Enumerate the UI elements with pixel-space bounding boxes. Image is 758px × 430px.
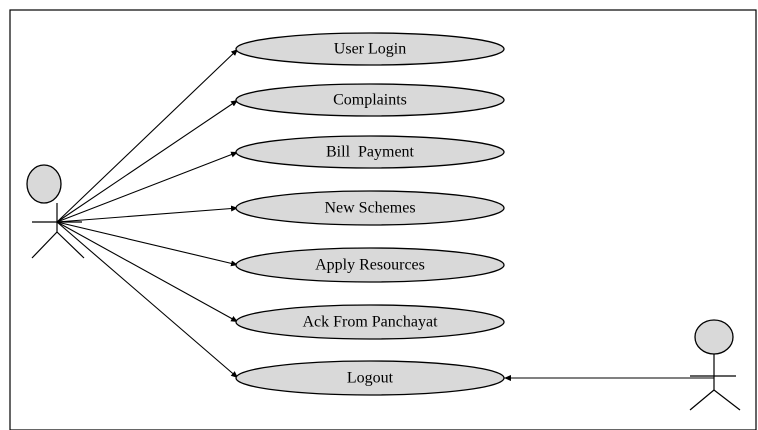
use-case-ellipse [235, 32, 505, 66]
association-actor-left-uc4 [56, 205, 239, 223]
association-actor-left-uc3 [56, 151, 239, 223]
use-case-bill-payment: Bill Payment [235, 135, 505, 169]
use-case-ellipse [235, 304, 505, 340]
use-case-apply-resources: Apply Resources [235, 247, 505, 283]
actor-left-leg [31, 231, 58, 259]
actor-right [689, 319, 741, 411]
use-case-label: Complaints [333, 92, 407, 109]
use-case-label: Logout [347, 370, 394, 387]
diagram-frame [9, 9, 757, 430]
actor-right-leg [713, 389, 741, 411]
use-case-ellipse [235, 190, 505, 226]
actor-left [26, 164, 85, 259]
use-case-ellipse [235, 83, 505, 117]
association-actor-left-uc7 [56, 221, 239, 379]
use-case-complaints: Complaints [235, 83, 505, 117]
use-case-new-schemes: New Schemes [235, 190, 505, 226]
use-case-user-login: User Login [235, 32, 505, 66]
use-case-label: Apply Resources [315, 257, 425, 274]
association-actor-left-uc2 [56, 99, 239, 223]
use-case-label: User Login [334, 41, 406, 58]
association-actor-left-uc5 [56, 221, 239, 267]
use-case-label: Bill Payment [326, 144, 415, 161]
use-case-logout: Logout [235, 360, 505, 396]
use-case-ellipse [235, 135, 505, 169]
use-case-ack-from-panchayat: Ack From Panchayat [235, 304, 505, 340]
use-case-ellipse [235, 247, 505, 283]
use-case-ellipse [235, 360, 505, 396]
association-actor-left-uc1 [56, 48, 239, 223]
association-lines [56, 48, 714, 381]
actor-left-leg [689, 389, 715, 411]
actor-head [694, 319, 734, 355]
use-case-label: New Schemes [324, 200, 415, 217]
actor-right-leg [56, 231, 85, 259]
actor-head [26, 164, 62, 204]
use-case-label: Ack From Panchayat [302, 314, 438, 331]
association-actor-left-uc6 [56, 221, 239, 323]
